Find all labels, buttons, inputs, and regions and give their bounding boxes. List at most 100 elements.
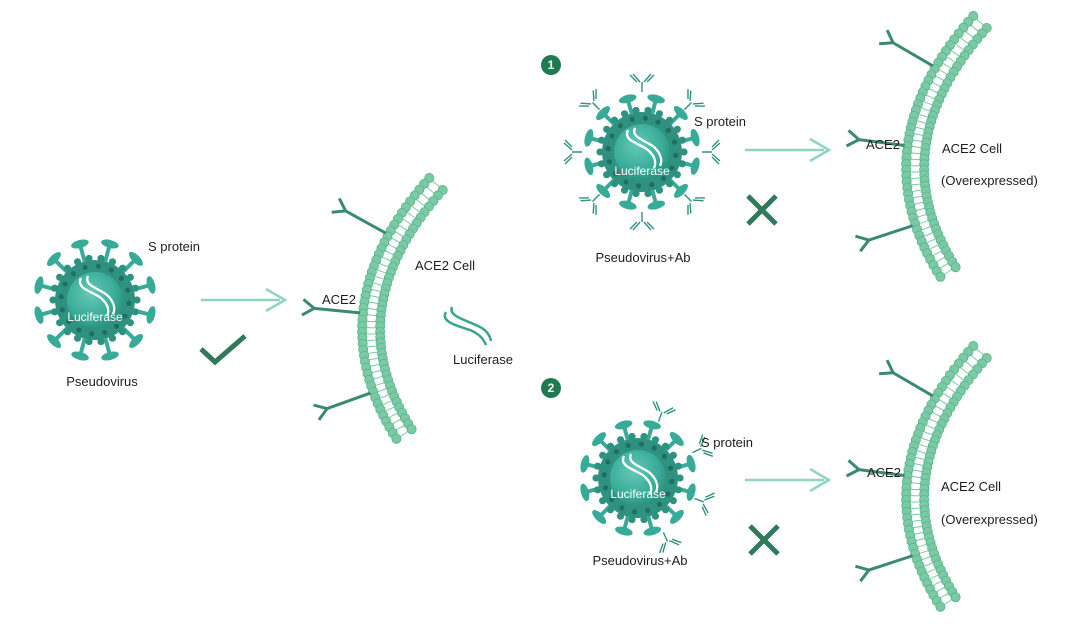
envelope-dot [126, 301, 131, 306]
envelope-dot [89, 331, 94, 336]
s-protein-label-2: S protein [701, 435, 753, 450]
ace2-receptor-arm [314, 405, 328, 409]
lipid-tail [949, 49, 960, 57]
luciferase-rna-icon [445, 307, 491, 345]
ace2-cell-membrane [302, 173, 447, 443]
ace2-receptor [314, 308, 360, 312]
pseudovirus [33, 238, 157, 362]
cross-icon [750, 526, 778, 554]
envelope-dot [96, 264, 101, 269]
envelope-dot [614, 449, 619, 454]
receptor-label-1: ACE2 [866, 137, 900, 152]
envelope-dot [122, 313, 127, 318]
envelope-dot [607, 159, 612, 164]
receptor-label-2: ACE2 [867, 465, 901, 480]
s-protein-label-1: S protein [694, 114, 746, 129]
virus-core-label-2: Luciferase [610, 487, 665, 501]
ace2-receptor-arm [849, 130, 859, 139]
envelope-dot [83, 265, 88, 270]
envelope-dot [651, 445, 656, 450]
envelope-dot [59, 294, 64, 299]
envelope-dot [673, 153, 678, 158]
lipid-head [407, 425, 416, 434]
ace2-receptor-arm [860, 240, 869, 251]
ace2-receptor-arm [847, 140, 859, 146]
lipid-head [951, 263, 960, 272]
cross-icon [748, 196, 776, 224]
ace2-receptor-arm [332, 211, 346, 212]
envelope-dot [119, 276, 124, 281]
envelope-dot [602, 472, 607, 477]
lipid-tail [381, 400, 394, 406]
cell-label: ACE2 Cell [415, 258, 475, 273]
lipid-tail [405, 211, 416, 219]
receptor-label: ACE2 [322, 292, 356, 307]
arrow-icon [745, 139, 829, 161]
antibody-icon [630, 212, 654, 230]
envelope-dot [60, 307, 65, 312]
envelope-dot [669, 479, 674, 484]
envelope-dot [114, 324, 119, 329]
lipid-head [936, 272, 945, 281]
envelope-dot [623, 179, 628, 184]
envelope-dot [662, 454, 667, 459]
ace2-receptor [893, 43, 933, 66]
ace2-receptor [327, 393, 370, 409]
envelope-dot [665, 491, 670, 496]
ace2-receptor-arm [319, 409, 327, 420]
antibody-icon [630, 74, 654, 92]
envelope-dot [630, 117, 635, 122]
envelope-dot [649, 182, 654, 187]
pseudovirus-antibody-2 [579, 401, 716, 554]
envelope-dot [639, 442, 644, 447]
arrow-icon [201, 289, 285, 311]
ace2-receptor [869, 556, 913, 570]
envelope-dot [657, 502, 662, 507]
envelope-dot [655, 119, 660, 124]
ace2-receptor-arm [302, 308, 314, 315]
ace2-receptor-arm [303, 299, 314, 308]
envelope-dot [672, 140, 677, 145]
ace2-receptor-arm [855, 236, 868, 240]
envelope-dot [609, 133, 614, 138]
ace2-receptor [893, 373, 933, 396]
ace2-receptor [346, 211, 386, 233]
envelope-dot [102, 330, 107, 335]
ace2-receptor-arm [887, 30, 893, 43]
envelope-dot [669, 165, 674, 170]
ace2-receptor [869, 226, 913, 240]
arrow-icon [745, 469, 829, 491]
step-badge-1: 1 [541, 55, 561, 75]
envelope-dot [606, 146, 611, 151]
envelope-dot [618, 123, 623, 128]
envelope-dot [62, 281, 67, 286]
envelope-dot [76, 327, 81, 332]
envelope-dot [643, 116, 648, 121]
envelope-dot [668, 466, 673, 471]
check-icon [201, 336, 245, 362]
virus-core-label-1: Luciferase [614, 164, 669, 178]
envelope-dot [605, 459, 610, 464]
envelope-dot [603, 485, 608, 490]
pseudovirus-antibody-1 [564, 74, 720, 230]
antibody-icon [564, 140, 582, 164]
lipid-head [392, 434, 401, 443]
virus-caption-1: Pseudovirus+Ab [595, 250, 690, 265]
cell-label-2: ACE2 Cell [941, 479, 1001, 494]
ace2-receptor-arm [855, 566, 868, 570]
lipid-head [936, 602, 945, 611]
ace2-receptor-arm [847, 470, 859, 476]
cell-sublabel-2: (Overexpressed) [941, 512, 1038, 527]
envelope-dot [626, 443, 631, 448]
lipid-head [951, 593, 960, 602]
envelope-dot [666, 128, 671, 133]
released-luciferase-label: Luciferase [453, 352, 513, 367]
s-protein-label: S protein [148, 239, 200, 254]
envelope-dot [645, 508, 650, 513]
lipid-tail [949, 379, 960, 387]
virus-caption-2: Pseudovirus+Ab [592, 553, 687, 568]
lipid-tail [925, 238, 938, 244]
ace2-receptor-arm [887, 360, 893, 373]
